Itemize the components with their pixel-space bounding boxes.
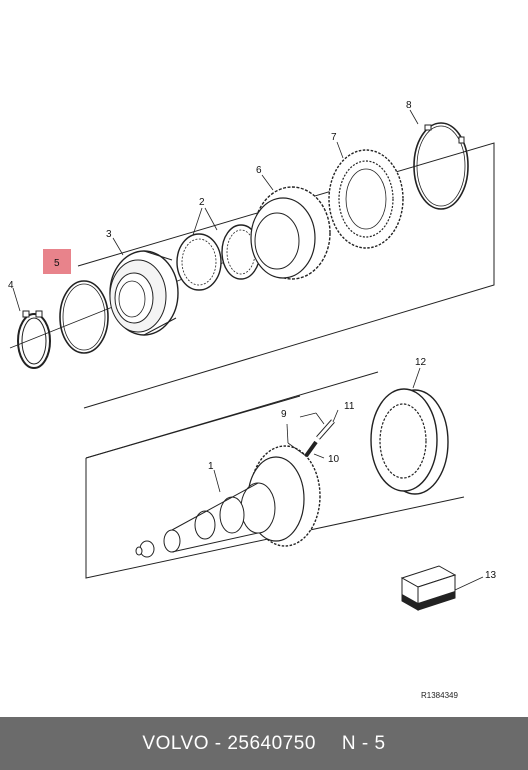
position-label: N - 5 <box>341 732 386 754</box>
leader-lines <box>12 109 484 591</box>
callout-4: 4 <box>8 280 14 291</box>
callout-5: 5 <box>54 258 60 269</box>
ring-gear-part[interactable] <box>370 388 449 495</box>
snap-ring-part[interactable] <box>17 310 51 369</box>
needle-bearing-part[interactable] <box>176 224 261 291</box>
package-box-icon <box>400 565 457 611</box>
part-footer-bar: VOLVO - 25640750 N - 5 <box>0 717 528 770</box>
callout-6: 6 <box>256 165 262 176</box>
callout-8: 8 <box>406 100 412 111</box>
callout-11: 11 <box>344 401 355 412</box>
tabbed-ring-part[interactable] <box>413 122 469 210</box>
sync-ring-part[interactable] <box>328 149 404 249</box>
callout-2: 2 <box>199 197 205 208</box>
helical-gear-part[interactable] <box>250 186 331 280</box>
callout-13: 13 <box>485 570 497 581</box>
callout-5-highlight <box>43 249 71 274</box>
callout-9: 9 <box>281 409 287 420</box>
exploded-parts-diagram: 1 2 3 4 5 6 7 8 9 10 11 12 13 R1384349 <box>8 100 497 700</box>
callout-7: 7 <box>331 132 337 143</box>
callout-1: 1 <box>208 461 214 472</box>
callout-10: 10 <box>328 454 340 465</box>
main-shaft-part[interactable] <box>135 445 321 558</box>
washer-ring-part[interactable] <box>59 280 109 354</box>
detent-pin-part[interactable] <box>304 419 335 458</box>
callout-3: 3 <box>106 229 112 240</box>
diagram-reference-code: R1384349 <box>421 691 458 700</box>
callout-12: 12 <box>415 357 427 368</box>
bearing-part[interactable] <box>109 250 179 336</box>
part-number-label: VOLVO - 25640750 <box>142 732 316 754</box>
lower-assembly-frame-edges <box>85 458 465 579</box>
